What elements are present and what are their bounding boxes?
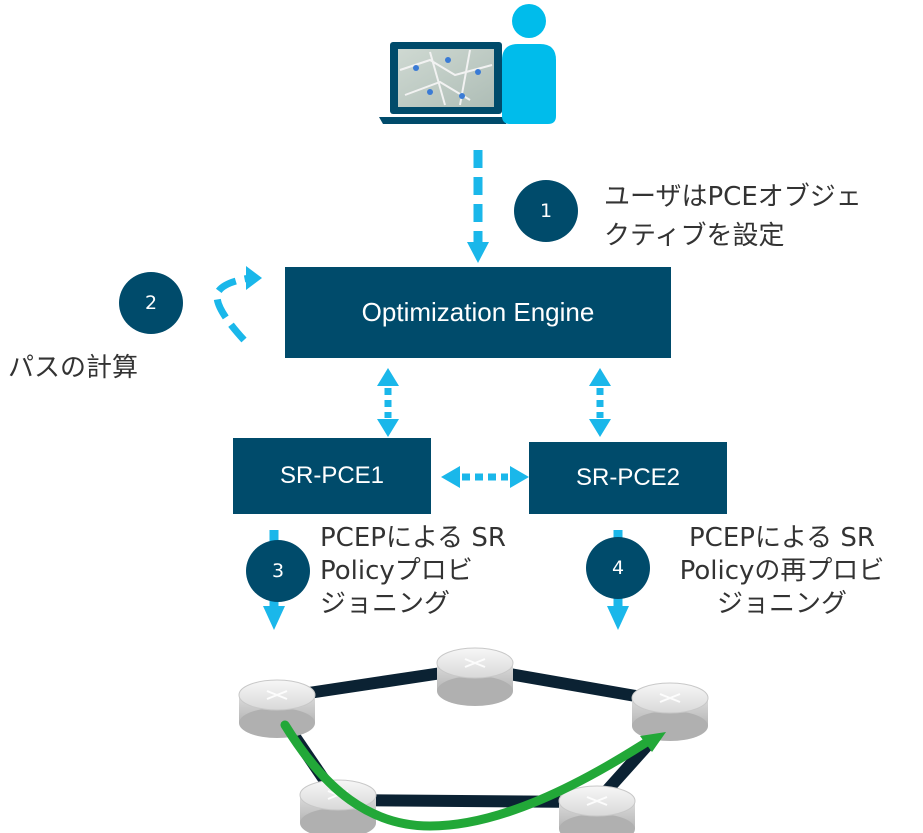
step-number: 1: [539, 200, 553, 222]
step-2-caption: パスの計算: [8, 352, 138, 385]
step-4-caption: PCEPによる SR Policyの再プロビ ジョニング: [656, 522, 908, 621]
sr-pce2-box: SR-PCE2: [529, 442, 727, 514]
router-icon: [631, 682, 709, 742]
engine-pce2-arrow: [589, 368, 611, 437]
step-badge: 1: [514, 180, 578, 242]
router-icon: [558, 785, 636, 833]
caption-line: クティブを設定: [604, 221, 785, 251]
step-badge: 3: [246, 540, 310, 602]
pce1-pce2-arrow: [441, 466, 529, 488]
step-badge: 4: [586, 537, 650, 599]
optimization-engine-label: Optimization Engine: [361, 297, 595, 327]
caption-line: ジョニング: [716, 589, 847, 619]
step-number: 3: [271, 560, 285, 582]
objective-arrow: [467, 150, 489, 263]
optimization-engine-box: Optimization Engine: [285, 267, 671, 358]
router-icon: [238, 679, 316, 739]
person-icon: [502, 4, 556, 124]
caption-line: Policyの再プロビ: [679, 556, 885, 586]
compute-loop-arrow: [213, 266, 262, 343]
caption-line: ジョニング: [320, 589, 451, 619]
step-number: 4: [611, 557, 625, 579]
router-icon: [436, 647, 514, 707]
caption-line: PCEPによる SR: [689, 523, 875, 553]
caption-line: パスの計算: [8, 353, 139, 383]
step-number: 2: [144, 292, 158, 314]
caption-line: PCEPによる SR: [320, 523, 506, 553]
sr-pce1-label: SR-PCE1: [279, 462, 385, 489]
sr-policy-path: [280, 720, 666, 831]
engine-pce1-arrow: [377, 368, 399, 437]
sr-pce1-box: SR-PCE1: [233, 438, 431, 514]
caption-line: ユーザはPCEオブジェ: [604, 182, 862, 212]
sr-pce2-label: SR-PCE2: [575, 464, 681, 491]
step-3-caption: PCEPによる SR Policyプロビ ジョニング: [320, 522, 506, 621]
step-badge: 2: [119, 272, 183, 334]
laptop-map-icon: [379, 42, 510, 124]
step-1-caption: ユーザはPCEオブジェ クティブを設定: [604, 181, 862, 253]
caption-line: Policyプロビ: [320, 556, 473, 586]
